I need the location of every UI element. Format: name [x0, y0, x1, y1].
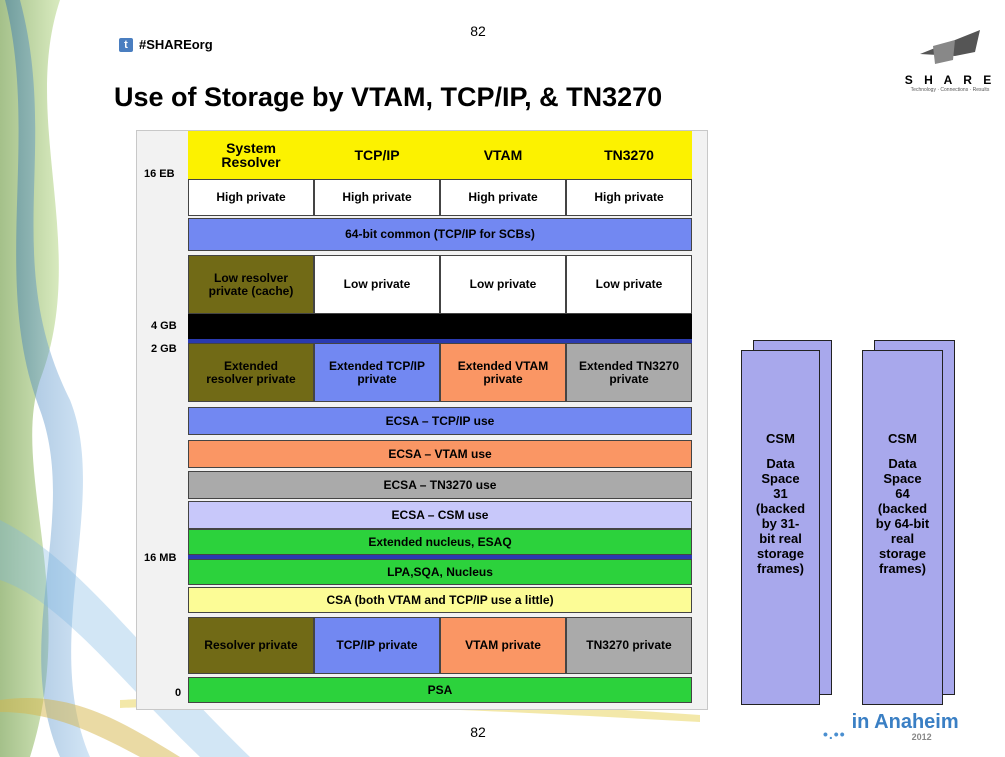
slide-title: Use of Storage by VTAM, TCP/IP, & TN3270 [114, 82, 663, 112]
cell-extended-tn3270-private: Extended TN3270 private [566, 343, 692, 402]
header-system-resolver: System Resolver [188, 131, 314, 179]
page-number-top: 82 [470, 23, 486, 39]
cell-low-private-tn3270: Low private [566, 255, 692, 314]
band-psa: PSA [188, 677, 692, 703]
cell-high-private-tcpip: High private [314, 179, 440, 216]
axis-label-2gb: 2 GB [151, 343, 177, 355]
cell-tcpip-private: TCP/IP private [314, 617, 440, 674]
cell-low-private-vtam: Low private [440, 255, 566, 314]
axis-label-0: 0 [175, 687, 182, 699]
axis-label-16eb: 16 EB [144, 168, 175, 180]
share-logo-emblem-icon [920, 30, 980, 64]
cell-low-private-tcpip: Low private [314, 255, 440, 314]
page-number-bottom: 82 [470, 724, 486, 740]
band-ecsa-tn3270: ECSA – TN3270 use [188, 471, 692, 499]
event-location: in Anaheim [851, 711, 959, 733]
band-64bit-common: 64-bit common (TCP/IP for SCBs) [188, 218, 692, 251]
band-ecsa-vtam: ECSA – VTAM use [188, 440, 692, 468]
share-logo-text: S H A R E [904, 73, 996, 87]
band-lpa-sqa-nucleus: LPA,SQA, Nucleus [188, 559, 692, 585]
cell-extended-vtam-private: Extended VTAM private [440, 343, 566, 402]
band-ecsa-tcpip: ECSA – TCP/IP use [188, 407, 692, 435]
cell-high-private-vtam: High private [440, 179, 566, 216]
cell-high-private-resolver: High private [188, 179, 314, 216]
csm-ds31-label: CSM [766, 431, 795, 446]
cell-extended-tcpip-private: Extended TCP/IP private [314, 343, 440, 402]
header-vtam: VTAM [440, 131, 566, 179]
cell-extended-resolver-private: Extended resolver private [188, 343, 314, 402]
cell-resolver-private: Resolver private [188, 617, 314, 674]
event-logo: •.•• in Anaheim 2012 [823, 712, 959, 742]
cell-tn3270-private: TN3270 private [566, 617, 692, 674]
twitter-hashtag-text: #SHAREorg [139, 37, 213, 52]
csm-ds64-text: Data Space 64 (backed by 64-bit real sto… [875, 456, 930, 576]
csm-ds64-label: CSM [888, 431, 917, 446]
cell-vtam-private: VTAM private [440, 617, 566, 674]
header-tn3270: TN3270 [566, 131, 692, 179]
csm-ds31-text: Data Space 31 (backed by 31-bit real sto… [755, 456, 806, 576]
csm-data-space-31: CSM Data Space 31 (backed by 31-bit real… [741, 350, 820, 705]
header-tcpip: TCP/IP [314, 131, 440, 179]
event-dots-icon: •.•• [823, 726, 846, 742]
axis-label-4gb: 4 GB [151, 320, 177, 332]
cell-high-private-tn3270: High private [566, 179, 692, 216]
band-csa: CSA (both VTAM and TCP/IP use a little) [188, 587, 692, 613]
event-year: 2012 [911, 732, 932, 742]
band-2gb-line [188, 339, 692, 343]
twitter-icon: t [119, 37, 133, 52]
band-16mb-line [188, 555, 692, 559]
share-logo-tagline: Technology · Connections · Results [910, 87, 990, 93]
share-logo: S H A R E Technology · Connections · Res… [902, 26, 998, 93]
band-extended-nucleus: Extended nucleus, ESAQ [188, 529, 692, 555]
csm-data-space-64: CSM Data Space 64 (backed by 64-bit real… [862, 350, 943, 705]
cell-low-resolver-private: Low resolver private (cache) [188, 255, 314, 314]
band-2gb-4gb-bar [188, 314, 692, 339]
twitter-hashtag: t #SHAREorg [119, 37, 213, 52]
band-ecsa-csm: ECSA – CSM use [188, 501, 692, 529]
axis-label-16mb: 16 MB [144, 552, 177, 564]
storage-map-diagram: 16 EB 4 GB 2 GB 16 MB 0 System Resolver … [136, 130, 708, 710]
